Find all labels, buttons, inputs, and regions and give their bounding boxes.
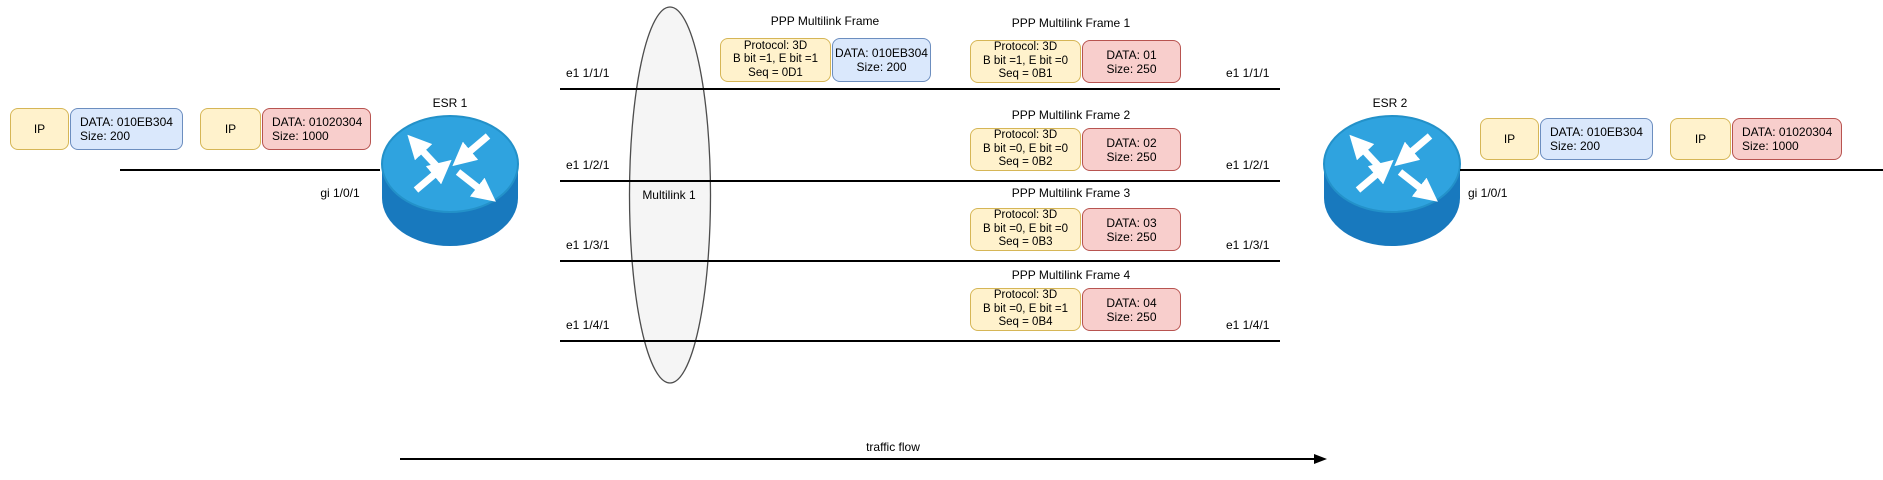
e1-label-right-4: e1 1/4/1: [1226, 318, 1270, 332]
e1-label-right-2: e1 1/2/1: [1226, 158, 1270, 172]
ip-label: IP: [224, 122, 237, 136]
frame-data: DATA: 02: [1106, 135, 1157, 150]
frame-size: Size: 200: [856, 60, 907, 74]
proto-line: Protocol: 3D: [993, 41, 1058, 54]
frame-data: DATA: 03: [1106, 215, 1157, 230]
frame-data-box: DATA: 01 Size: 250: [1082, 40, 1181, 83]
ip-label: IP: [33, 122, 46, 136]
ip-header-box: IP: [1480, 118, 1539, 160]
frame-size: Size: 250: [1106, 149, 1157, 164]
proto-line: B bit =0, E bit =1: [982, 302, 1069, 315]
proto-line: B bit =0, E bit =0: [982, 222, 1069, 235]
ip-payload-box: DATA: 010EB304 Size: 200: [70, 108, 183, 150]
proto-line: Seq = 0B4: [998, 316, 1053, 329]
router-icon: [1320, 112, 1464, 248]
traffic-flow-label: traffic flow: [866, 440, 920, 454]
ip-payload-box: DATA: 01020304 Size: 1000: [262, 108, 371, 150]
proto-line: B bit =1, E bit =1: [732, 53, 819, 66]
traffic-flow-arrow-head: [1314, 454, 1327, 464]
proto-line: Protocol: 3D: [993, 129, 1058, 142]
gi-link-line-right: [1460, 169, 1883, 171]
proto-line: Seq = 0B2: [998, 156, 1053, 169]
ip-payload-box: DATA: 010EB304 Size: 200: [1540, 118, 1653, 160]
proto-line: Protocol: 3D: [743, 39, 808, 52]
proto-line: Seq = 0D1: [748, 66, 803, 79]
payload-data: DATA: 01020304: [1742, 125, 1833, 139]
payload-size: Size: 200: [1550, 139, 1601, 153]
gi-interface-label-left: gi 1/0/1: [320, 186, 360, 200]
frame-data-box: DATA: 010EB304 Size: 200: [832, 38, 931, 82]
payload-size: Size: 1000: [272, 129, 329, 143]
e1-label-right-3: e1 1/3/1: [1226, 238, 1270, 252]
multilink-label: Multilink 1: [642, 188, 696, 202]
proto-line: B bit =1, E bit =0: [982, 54, 1069, 67]
frame-protocol-box: Protocol: 3D B bit =0, E bit =0 Seq = 0B…: [970, 208, 1081, 251]
e1-label-left-1: e1 1/1/1: [566, 66, 610, 80]
e1-link-line-2: [560, 180, 1280, 182]
frame-size: Size: 250: [1106, 229, 1157, 244]
frame-title: PPP Multilink Frame 2: [1011, 108, 1131, 122]
ip-header-box: IP: [1670, 118, 1731, 160]
frame-title: PPP Multilink Frame 3: [1011, 186, 1131, 200]
proto-line: B bit =0, E bit =0: [982, 142, 1069, 155]
e1-label-left-3: e1 1/3/1: [566, 238, 610, 252]
ip-payload-box: DATA: 01020304 Size: 1000: [1732, 118, 1842, 160]
frame-data-box: DATA: 02 Size: 250: [1082, 128, 1181, 171]
payload-size: Size: 1000: [1742, 139, 1799, 153]
payload-data: DATA: 010EB304: [1550, 125, 1643, 139]
router-esr1-svg: [381, 115, 519, 246]
proto-line: Seq = 0B3: [998, 236, 1053, 249]
multilink-ellipse: [628, 5, 712, 385]
payload-data: DATA: 01020304: [272, 115, 363, 129]
proto-line: Seq = 0B1: [998, 68, 1053, 81]
ip-header-box: IP: [10, 108, 69, 150]
frame-size: Size: 250: [1106, 61, 1157, 76]
frame-title: PPP Multilink Frame: [770, 14, 880, 28]
frame-protocol-box: Protocol: 3D B bit =0, E bit =1 Seq = 0B…: [970, 288, 1081, 331]
frame-protocol-box: Protocol: 3D B bit =0, E bit =0 Seq = 0B…: [970, 128, 1081, 171]
frame-data: DATA: 01: [1106, 47, 1157, 62]
frame-data-box: DATA: 04 Size: 250: [1082, 288, 1181, 331]
e1-link-line-3: [560, 260, 1280, 262]
router-esr2-svg: [1323, 115, 1461, 246]
frame-data: DATA: 04: [1106, 295, 1157, 310]
ip-header-box: IP: [200, 108, 261, 150]
frame-title: PPP Multilink Frame 1: [1011, 16, 1131, 30]
e1-link-line-4: [560, 340, 1280, 342]
router-icon: [378, 112, 522, 248]
e1-label-left-4: e1 1/4/1: [566, 318, 610, 332]
gi-link-line-left: [120, 169, 380, 171]
proto-line: Protocol: 3D: [993, 209, 1058, 222]
frame-size: Size: 250: [1106, 309, 1157, 324]
e1-label-right-1: e1 1/1/1: [1226, 66, 1270, 80]
traffic-flow-arrow-line: [400, 458, 1316, 460]
payload-size: Size: 200: [80, 129, 131, 143]
e1-link-line-1: [560, 88, 1280, 90]
e1-label-left-2: e1 1/2/1: [566, 158, 610, 172]
frame-protocol-box: Protocol: 3D B bit =1, E bit =0 Seq = 0B…: [970, 40, 1081, 83]
proto-line: Protocol: 3D: [993, 289, 1058, 302]
frame-protocol-box: Protocol: 3D B bit =1, E bit =1 Seq = 0D…: [720, 38, 831, 82]
frame-data-box: DATA: 03 Size: 250: [1082, 208, 1181, 251]
payload-data: DATA: 010EB304: [80, 115, 173, 129]
gi-interface-label-right: gi 1/0/1: [1468, 186, 1508, 200]
frame-data: DATA: 010EB304: [835, 46, 928, 60]
ip-label: IP: [1694, 132, 1707, 146]
router-name-right: ESR 2: [1372, 96, 1408, 110]
frame-title: PPP Multilink Frame 4: [1011, 268, 1131, 282]
ip-label: IP: [1503, 132, 1516, 146]
router-name-left: ESR 1: [432, 96, 468, 110]
